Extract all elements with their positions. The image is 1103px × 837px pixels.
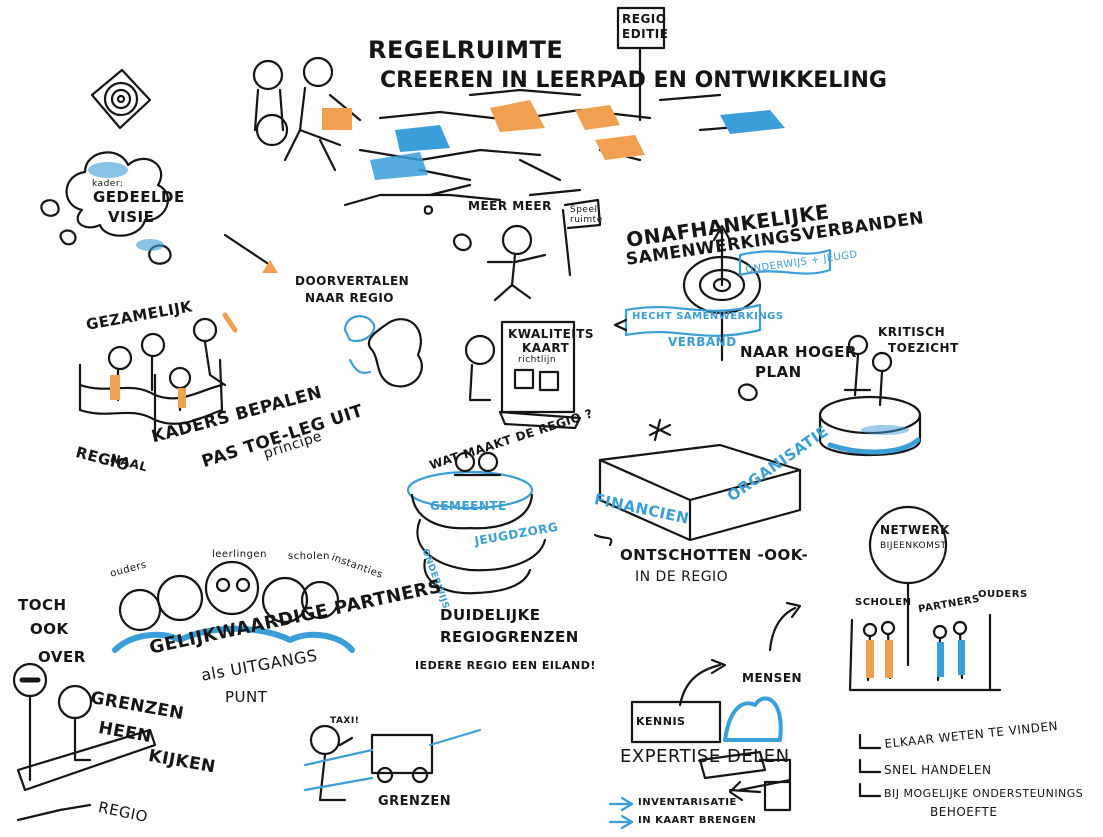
bullet-3: BIJ MOGELIJKE ONDERSTEUNINGS (884, 787, 1084, 800)
vision-line2: VISIE (108, 208, 155, 226)
vision-small: kader: (92, 179, 124, 189)
band-3: VERBAND (668, 335, 737, 349)
bullet-arrows (858, 733, 882, 798)
running-person (486, 198, 602, 302)
cooperation-roll (613, 224, 832, 402)
higher-plan-line1: NAAR HOGER (740, 343, 857, 361)
bullet-4: BEHOEFTE (930, 805, 998, 819)
across-line1: TOCH (18, 596, 67, 614)
supervision-line1: KRITISCH (878, 325, 946, 339)
sign-line1: REGIO (622, 12, 667, 26)
translate-line2: NAAR REGIO (305, 291, 394, 305)
bullet-2: SNEL HANDELEN (884, 763, 992, 777)
expertise-title: EXPERTISE DELEN (620, 746, 790, 767)
blue-figures (88, 162, 965, 677)
expertise-knowledge: KENNIS (636, 715, 686, 728)
network-parents: OUDERS (978, 589, 1028, 600)
compartments-field (593, 418, 802, 547)
network-line2: BIJEENKOMST (880, 541, 947, 551)
borders-line3: IEDERE REGIO EEN EILAND! (415, 659, 596, 672)
region-islands (406, 451, 547, 595)
expertise-item2: IN KAART BRENGEN (638, 815, 757, 826)
network-schools: SCHOLEN (855, 597, 912, 608)
borders-line2: REGIOGRENZEN (440, 628, 579, 646)
vision-line1: GEDEELDE (93, 188, 185, 206)
sign-icon (616, 6, 666, 122)
colored-tiles (262, 100, 909, 435)
flag-line1: Speel (570, 205, 598, 215)
decompartmentalize-line1: ONTSCHOTTEN -OOK- (620, 546, 809, 564)
higher-plan-line2: PLAN (755, 363, 802, 381)
arrow-icon (223, 233, 272, 267)
expertise-drawing (608, 601, 802, 830)
decompartmentalize-line2: IN DE REGIO (635, 569, 729, 585)
quality-map (464, 320, 582, 430)
taxi-shout: TAXI! (330, 716, 360, 726)
orange-figures (110, 108, 893, 678)
borders-line1: DUIDELIJKE (440, 606, 541, 624)
supervision-line2: TOEZICHT (888, 341, 959, 355)
band-2: HECHT SAMENWERKINGS (632, 311, 784, 322)
island-municipality: GEMEENTE (430, 499, 507, 513)
group-pupils: leerlingen (212, 549, 267, 560)
region-map (343, 315, 423, 388)
title-line1: REGELRUIMTE (368, 36, 564, 64)
group-schools: scholen (288, 551, 330, 562)
partners-line3: PUNT (225, 688, 268, 706)
target-icon (90, 68, 152, 130)
expertise-item1: INVENTARISATIE (638, 797, 737, 808)
network-line1: NETWERK (880, 523, 950, 537)
barrier-icon (12, 662, 157, 822)
title-line2: CREEREN IN LEERPAD EN ONTWIKKELING (380, 68, 887, 93)
quality-map-line1: KWALITEITS (508, 327, 595, 341)
across-line2: OOK (30, 620, 69, 638)
people-wheelchair (252, 56, 362, 172)
partners-group (112, 560, 355, 653)
quality-map-line2: KAART (522, 341, 570, 355)
sign-line2: EDITIE (622, 27, 669, 41)
taxi-icon (303, 724, 482, 802)
across-line3: OVER (38, 648, 86, 666)
taxi-borders: GRENZEN (378, 794, 452, 809)
meer-label: MEER MEER (468, 199, 552, 213)
flag-line2: ruimte (570, 215, 603, 225)
vision-cloud (40, 151, 172, 265)
quality-map-line3: richtlijn (518, 355, 557, 365)
translate-line1: DOORVERTALEN (295, 274, 410, 288)
expertise-people: MENSEN (742, 671, 803, 685)
